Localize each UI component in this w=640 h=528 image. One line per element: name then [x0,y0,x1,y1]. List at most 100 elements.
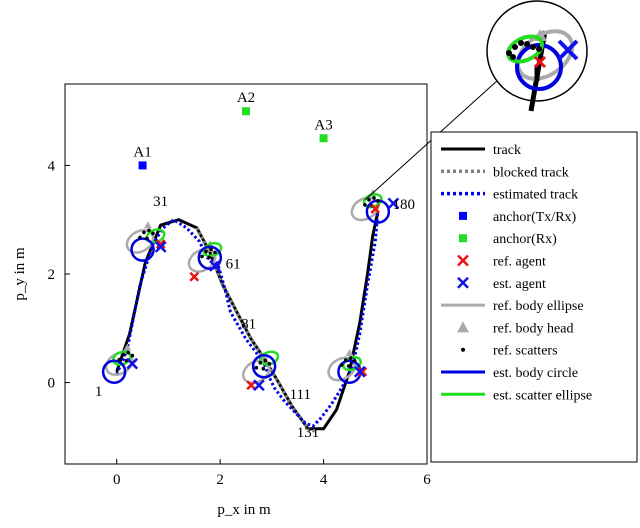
zoom-ref-agent-marker-stroke-b [533,55,547,69]
est-agent-marker [209,259,221,272]
step-label: 1 [95,384,103,400]
legend-item-ref_head: ref. body head [457,321,573,336]
anchor-marker [242,107,250,116]
zoom-est-agent-marker-stroke-b [557,39,579,61]
legend-label: estimated track [493,188,578,203]
step-label: 31 [153,194,168,210]
ref-scatter-point [254,365,259,370]
ref-agent-marker-stroke-b [189,271,200,282]
legend-item-est_scatter: est. scatter ellipse [441,388,592,403]
anchor-marker [319,134,328,143]
ref-agent-marker [189,271,200,282]
est-agent-marker-stroke-b [387,197,400,210]
legend-swatch [457,276,469,289]
ref-scatter-point [142,230,146,235]
ref-agent-marker-stroke-b [246,380,257,391]
est-agent-marker [126,357,139,370]
ref-scatter-point [213,250,217,255]
ref-scatter-point [346,364,351,368]
est-agent-marker-stroke-b [126,357,139,370]
ref-scatter-point [352,359,357,363]
y-axis-label: p_y in m [12,247,28,301]
ref-scatter-point [258,360,263,365]
zoom-est-body-circle [515,43,563,91]
legend-item-est_body: est. body circle [441,366,578,381]
ref-scatter-point [263,358,268,363]
ref-scatter-point [209,247,213,252]
zoom-ref-agent-marker [533,55,547,69]
ref-scatter-point [151,231,155,236]
legend-label: est. body circle [493,366,578,381]
legend-swatch-stroke-b [457,276,469,289]
ref-agent-marker [370,203,381,214]
ref-scatter-point [363,203,367,207]
legend-item-ref_scatters: ref. scatters [461,344,558,359]
y-tick-label: 0 [48,376,56,392]
step-label: 81 [241,316,256,332]
anchor-label: A3 [314,117,332,133]
legend-label: ref. body head [493,321,573,336]
legend-item-ref_agent: ref. agent [457,254,546,270]
zoom-ref-scatter-point [530,44,536,50]
ref-scatter-point [147,228,151,233]
x-tick-label: 0 [113,472,121,488]
est-agent-marker [154,240,167,253]
est-scatter-ellipse [202,241,223,258]
legend-item-est_agent: est. agent [457,276,546,292]
ref-agent-marker-stroke-b [370,203,381,214]
legend-label: ref. body ellipse [493,299,584,314]
y-tick-label: 4 [48,158,56,174]
ref-scatter-point [267,361,272,366]
legend-label: ref. scatters [493,344,558,359]
legend-item-anchor_txrx: anchor(Tx/Rx) [459,210,577,225]
y-tick-label: 2 [48,267,56,283]
zoom-ref-scatter-point [524,41,530,47]
est-agent-marker [387,197,400,210]
legend-label: est. scatter ellipse [493,388,592,403]
step-label: 180 [392,197,415,213]
ref-agent-marker [357,366,368,377]
legend-swatch [459,211,467,220]
ref-scatter-point [204,249,208,254]
ref-scatter-point [117,357,122,362]
ref-scatter-point [130,353,135,358]
anchor-label: A2 [237,90,255,106]
zoom-ref-scatter-point [518,40,524,46]
legend-box [430,131,638,463]
legend-label: anchor(Rx) [493,232,557,247]
step-label: 111 [290,387,311,403]
ref-scatter-point [376,199,380,203]
legend-swatch [461,347,465,352]
zoom-est-scatter-ellipse [506,34,544,64]
zoom-ref-scatter-point [512,44,518,50]
est-body-circle [251,354,277,379]
est-body-circle [197,245,223,270]
ref-scatter-point [367,198,371,202]
zoom-ref-scatter-point [506,50,512,56]
zoom-ref-scatter-point [510,54,516,60]
legend-swatch-stroke-b [457,254,469,267]
ref-scatter-point [126,350,131,355]
ref-scatter-point [343,358,348,362]
ref-scatter-point [348,356,353,360]
marks [101,107,400,392]
plot-frame [64,83,428,465]
zoom-inset [486,0,588,112]
zoom-est-agent-marker [557,39,579,61]
legend-label: est. agent [493,277,546,292]
legend-item-blocked: blocked track [441,165,569,180]
legend-swatch [457,321,469,333]
legend-item-ref_body: ref. body ellipse [441,299,584,314]
ref-agent-marker-stroke-b [357,366,368,377]
legend-swatch [457,254,469,267]
legend-label: ref. agent [493,255,546,270]
zoom-ref-scatter-point [536,46,542,52]
est-agent-marker [353,365,366,378]
ref-body-head-marker [123,343,132,351]
legend-label: anchor(Tx/Rx) [493,210,577,225]
legend-label: blocked track [493,165,569,180]
step-label: 131 [297,425,320,441]
